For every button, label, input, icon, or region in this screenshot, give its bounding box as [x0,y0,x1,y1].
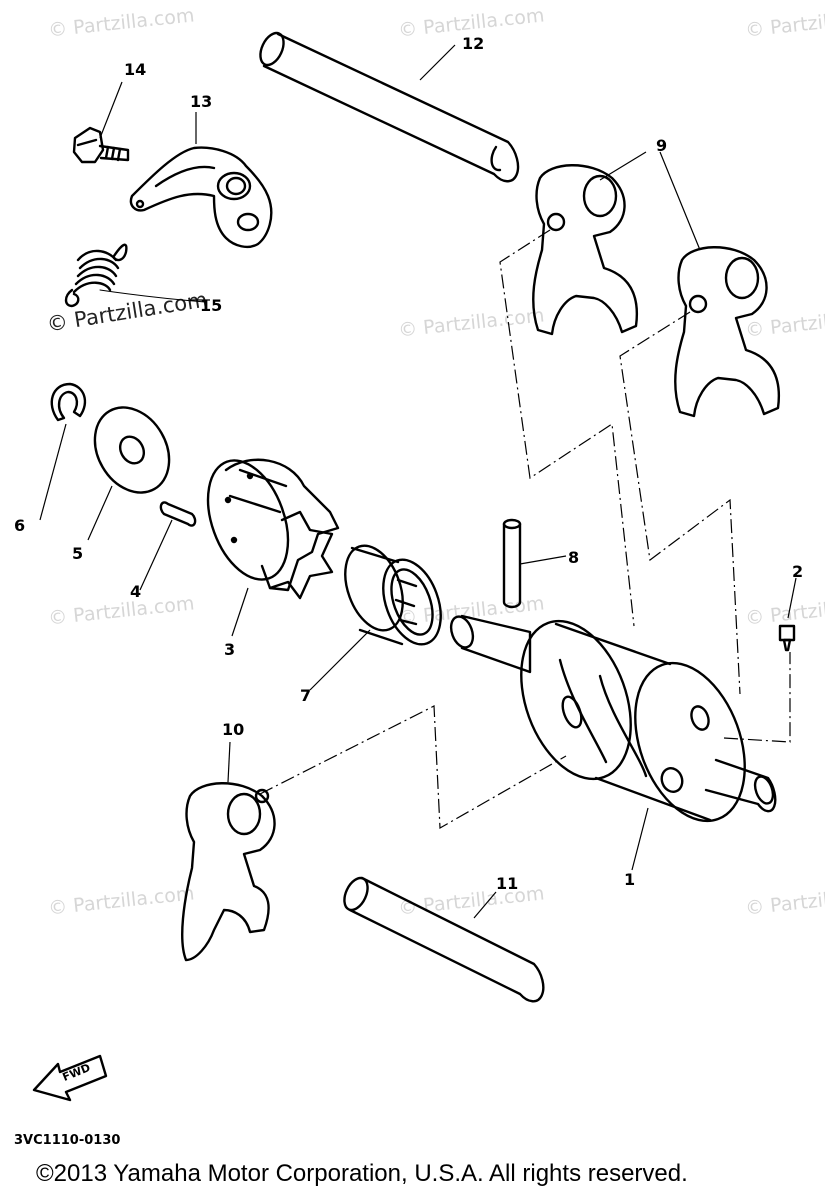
part-10-shift-fork [181,782,276,962]
callout-1: 1 [624,870,636,889]
callout-8: 8 [568,548,580,567]
part-8-pin [502,518,522,609]
callout-12: 12 [462,34,485,53]
part-7-bearing [344,544,442,646]
callout-4: 4 [130,582,142,601]
part-9-shift-fork-a [532,164,639,336]
callout-3: 3 [224,640,236,659]
callout-15: 15 [200,296,223,315]
part-4-dowel-pin [159,501,197,527]
callout-2: 2 [792,562,804,581]
diagram-code: 3VC1110-0130 [14,1133,121,1148]
callout-10: 10 [222,720,245,739]
part-2-small-pin [778,624,796,652]
copyright-notice: ©2013 Yamaha Motor Corporation, U.S.A. A… [36,1160,688,1187]
leader-lines [39,44,797,919]
part-5-washer [93,406,171,494]
part-3-segment [206,458,340,600]
callout-6: 6 [14,516,26,535]
alignment-lines [259,229,791,830]
callout-13: 13 [190,92,213,111]
part-6-circlip [50,382,87,422]
callout-9: 9 [656,136,668,155]
callout-5: 5 [72,544,84,563]
callout-14: 14 [124,60,147,79]
part-13-shift-lever [129,146,273,249]
part-14-bolt [72,126,130,164]
part-11-fork-shaft [343,876,545,1003]
callout-11: 11 [496,874,519,893]
callout-7: 7 [300,686,312,705]
part-9-shift-fork-b [674,246,781,418]
part-1-shift-drum [449,614,777,823]
part-15-spring [64,243,206,308]
fwd-arrow-icon [32,1054,108,1102]
part-12-fork-shaft [259,31,520,183]
